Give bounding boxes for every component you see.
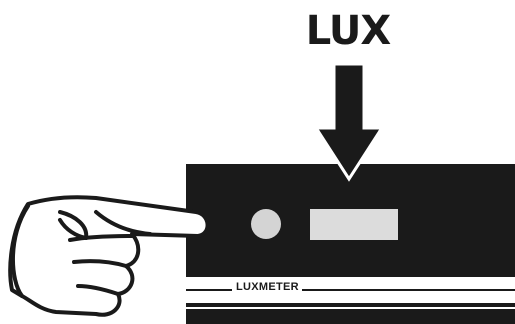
power-button[interactable] <box>251 209 281 239</box>
lux-display <box>310 209 398 240</box>
lux-title: LUX <box>306 8 392 54</box>
device-label: LUXMETER <box>236 281 299 293</box>
luxmeter-device: LUXMETER <box>186 130 515 324</box>
pointing-hand-icon <box>8 195 210 317</box>
